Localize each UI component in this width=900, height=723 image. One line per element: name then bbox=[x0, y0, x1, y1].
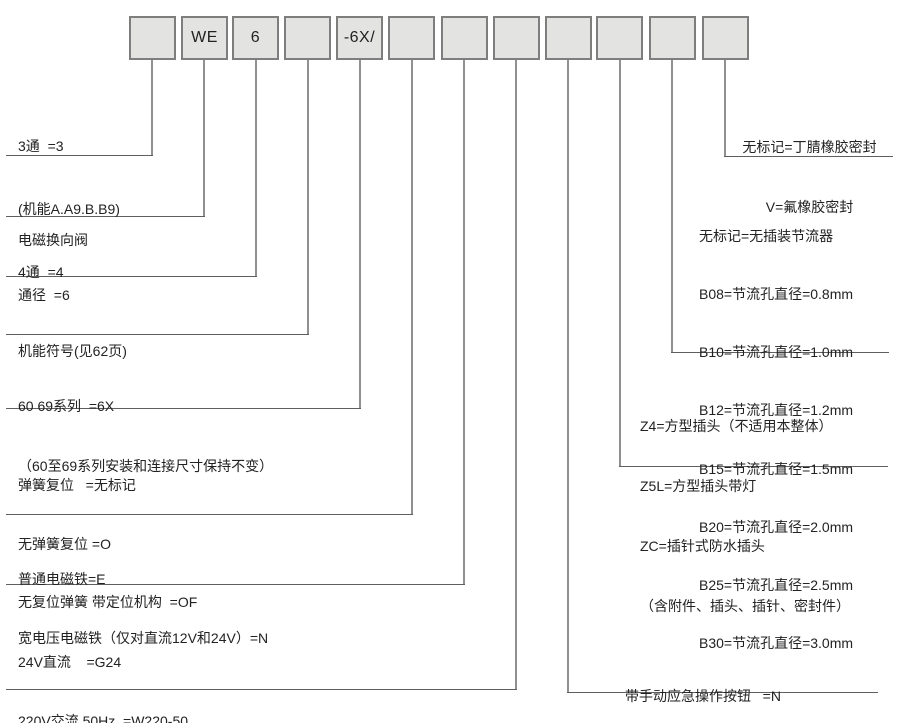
underline-solenoid-type bbox=[6, 584, 465, 585]
underline-manual-override bbox=[567, 692, 878, 693]
underline-spring-return bbox=[6, 514, 413, 515]
underline-connector-plug bbox=[619, 466, 888, 467]
section-solenoid-type: 普通电磁铁=E 宽电压电磁铁（仅对直流12V和24V）=N bbox=[18, 531, 268, 687]
connector-vline-4 bbox=[307, 60, 309, 334]
section-valve-name: 电磁换向阀 bbox=[18, 192, 88, 290]
connector-vline-9 bbox=[567, 60, 569, 692]
underline-series bbox=[6, 408, 361, 409]
label-line: ZC=插针式防水插头 bbox=[640, 538, 765, 554]
code-box-1 bbox=[129, 16, 176, 60]
label-line: 220V交流.50Hz =W220-50 bbox=[18, 712, 189, 723]
label-line: 普通电磁铁=E bbox=[18, 571, 106, 587]
section-ways: 3通 =3 (机能A.A9.B.B9) 4通 =4 bbox=[18, 94, 120, 325]
section-series: 60 69系列 =6X （60至69系列安装和连接尺寸保持不变） bbox=[18, 356, 273, 516]
label-line: 无弹簧复位 =O bbox=[18, 535, 111, 552]
code-box-11 bbox=[649, 16, 696, 60]
underline-throttle-insert bbox=[671, 352, 889, 353]
connector-vline-6 bbox=[411, 60, 413, 514]
connector-vline-5 bbox=[359, 60, 361, 408]
label-line: 通径 =6 bbox=[18, 287, 70, 303]
label-line: Z4=方型插头（不适用本整体） bbox=[640, 418, 833, 434]
section-spool-symbol: 机能符号(见62页) bbox=[18, 303, 127, 401]
label-line: B20=节流孔直径=2.0mm bbox=[699, 518, 854, 535]
code-box-6 bbox=[388, 16, 435, 60]
label-line: 无标记=无插装节流器 bbox=[699, 227, 834, 244]
label-line: B12=节流孔直径=1.2mm bbox=[699, 402, 854, 419]
section-seal-material: 无标记=丁腈橡胶密封 V=氟橡胶密封 bbox=[726, 97, 893, 257]
underline-ways bbox=[6, 155, 153, 156]
underline-valve-name bbox=[6, 216, 205, 217]
label-line: 无复位弹簧 带定位机构 =OF bbox=[18, 594, 198, 610]
label-line: B15=节流孔直径=1.5mm bbox=[699, 460, 854, 477]
underline-seal-material bbox=[724, 156, 893, 157]
label-line: 弹簧复位 =无标记 bbox=[18, 477, 136, 493]
section-connector-plug: Z4=方型插头（不适用本整体） Z5L=方型插头带灯 ZC=插针式防水插头 （含… bbox=[640, 376, 850, 656]
label-line: 24V直流 =G24 bbox=[18, 654, 122, 670]
code-box-9 bbox=[545, 16, 592, 60]
label-line: B25=节流孔直径=2.5mm bbox=[699, 577, 854, 594]
label-line: 3通 =3 bbox=[18, 138, 64, 154]
label-line: 60 69系列 =6X bbox=[18, 398, 115, 414]
label-line: 带手动应急操作按钮 =N bbox=[625, 688, 781, 704]
label-line: B30=节流孔直径=3.0mm bbox=[699, 635, 854, 652]
label-line: 机能符号(见62页) bbox=[18, 343, 127, 359]
label-line: 电磁换向阀 bbox=[18, 232, 88, 248]
label-line: Z5L=方型插头带灯 bbox=[640, 478, 757, 494]
code-box-2: WE bbox=[181, 16, 228, 60]
connector-vline-1 bbox=[151, 60, 153, 155]
connector-vline-10 bbox=[619, 60, 621, 466]
label-line: 无标记=丁腈橡胶密封 bbox=[742, 139, 877, 155]
code-box-12 bbox=[702, 16, 749, 60]
section-throttle-insert: 无标记=无插装节流器 B08=节流孔直径=0.8mm B10=节流孔直径=1.0… bbox=[699, 188, 853, 693]
section-manual-override: 带手动应急操作按钮 =N bbox=[625, 648, 781, 723]
underline-supply-voltage bbox=[6, 689, 517, 690]
connector-vline-8 bbox=[515, 60, 517, 689]
section-nominal-size: 通径 =6 bbox=[18, 247, 70, 345]
section-spring-return: 弹簧复位 =无标记 无弹簧复位 =O 无复位弹簧 带定位机构 =OF bbox=[18, 437, 197, 652]
label-line: B08=节流孔直径=0.8mm bbox=[699, 286, 854, 303]
code-box-3: 6 bbox=[232, 16, 279, 60]
underline-nominal-size bbox=[6, 276, 257, 277]
code-box-8 bbox=[493, 16, 540, 60]
code-box-5: -6X/ bbox=[336, 16, 383, 60]
section-supply-voltage: 24V直流 =G24 220V交流.50Hz =W220-50 220V交流本整… bbox=[18, 614, 188, 723]
label-line: (机能A.A9.B.B9) bbox=[18, 201, 120, 217]
label-line: 宽电压电磁铁（仅对直流12V和24V）=N bbox=[18, 629, 269, 646]
label-line: （含附件、插头、插针、密封件） bbox=[640, 598, 850, 614]
connector-vline-7 bbox=[463, 60, 465, 584]
connector-vline-3 bbox=[255, 60, 257, 276]
label-line: V=氟橡胶密封 bbox=[765, 199, 854, 215]
label-line: 4通 =4 bbox=[18, 264, 64, 280]
code-box-7 bbox=[441, 16, 488, 60]
connector-vline-11 bbox=[671, 60, 673, 352]
connector-vline-2 bbox=[203, 60, 205, 216]
connector-vline-12 bbox=[724, 60, 726, 156]
code-box-10 bbox=[596, 16, 643, 60]
underline-spool-symbol bbox=[6, 334, 309, 335]
label-line: （60至69系列安装和连接尺寸保持不变） bbox=[18, 458, 274, 474]
label-line: B10=节流孔直径=1.0mm bbox=[699, 344, 854, 361]
code-box-4 bbox=[284, 16, 331, 60]
